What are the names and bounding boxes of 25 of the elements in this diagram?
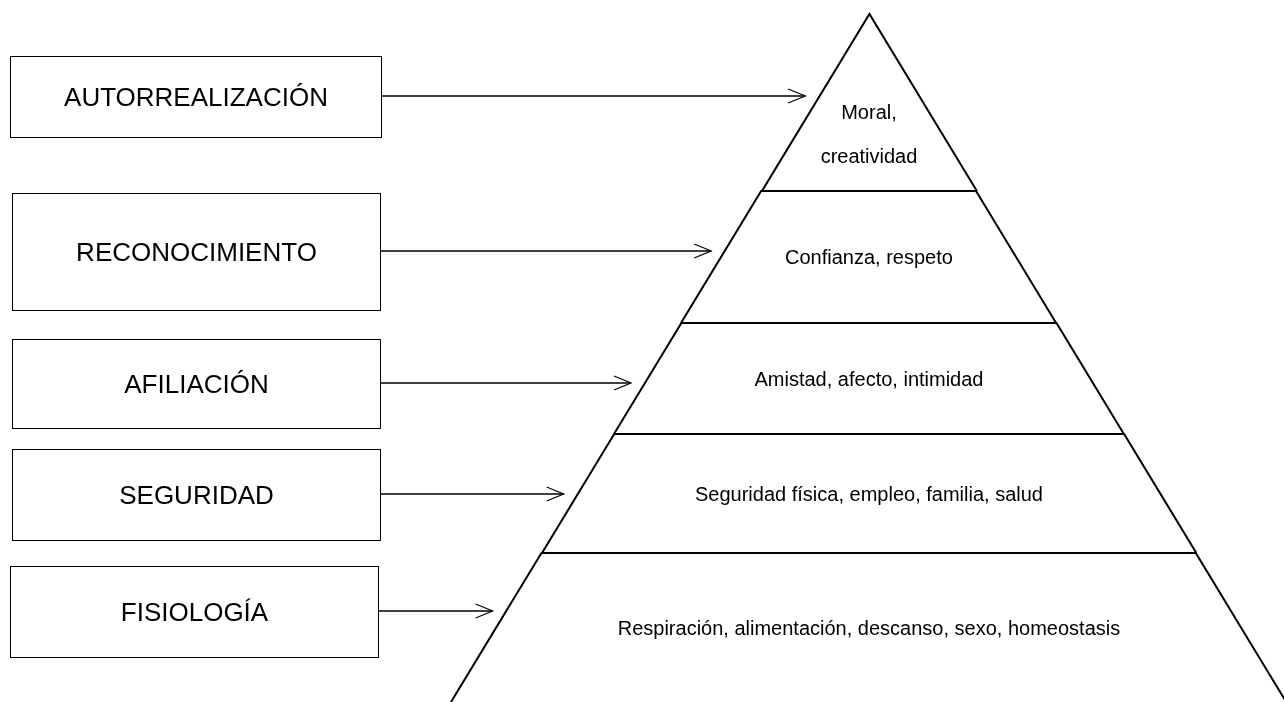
level-name: AUTORREALIZACIÓN (64, 80, 328, 114)
level-box (12, 193, 381, 311)
arrow (380, 243, 712, 259)
level-box (12, 339, 381, 429)
pyramid-tier (451, 553, 1284, 702)
arrow (380, 486, 565, 502)
level-box (10, 56, 382, 138)
level-name: AFILIACIÓN (124, 367, 269, 401)
pyramid-tier (761, 14, 977, 191)
tier-description: Confianza, respeto (785, 245, 953, 270)
level-name: SEGURIDAD (119, 478, 274, 512)
pyramid-tier (614, 323, 1124, 434)
tier-description: Seguridad física, empleo, familia, salud (695, 481, 1043, 507)
level-box (10, 566, 379, 658)
level-box (12, 449, 381, 541)
arrow (381, 88, 806, 104)
pyramid-tier (541, 434, 1197, 553)
pyramid-tier (681, 191, 1057, 323)
tier-description: Moral, creatividad (819, 99, 919, 169)
tier-description: Respiración, alimentación, descanso, sexo, homeostasis (617, 615, 1121, 641)
arrow (380, 375, 632, 391)
level-name: FISIOLOGÍA (120, 595, 269, 629)
level-name: RECONOCIMIENTO (76, 235, 317, 269)
tier-description: Amistad, afecto, intimidad (754, 366, 984, 392)
arrow (378, 603, 494, 619)
